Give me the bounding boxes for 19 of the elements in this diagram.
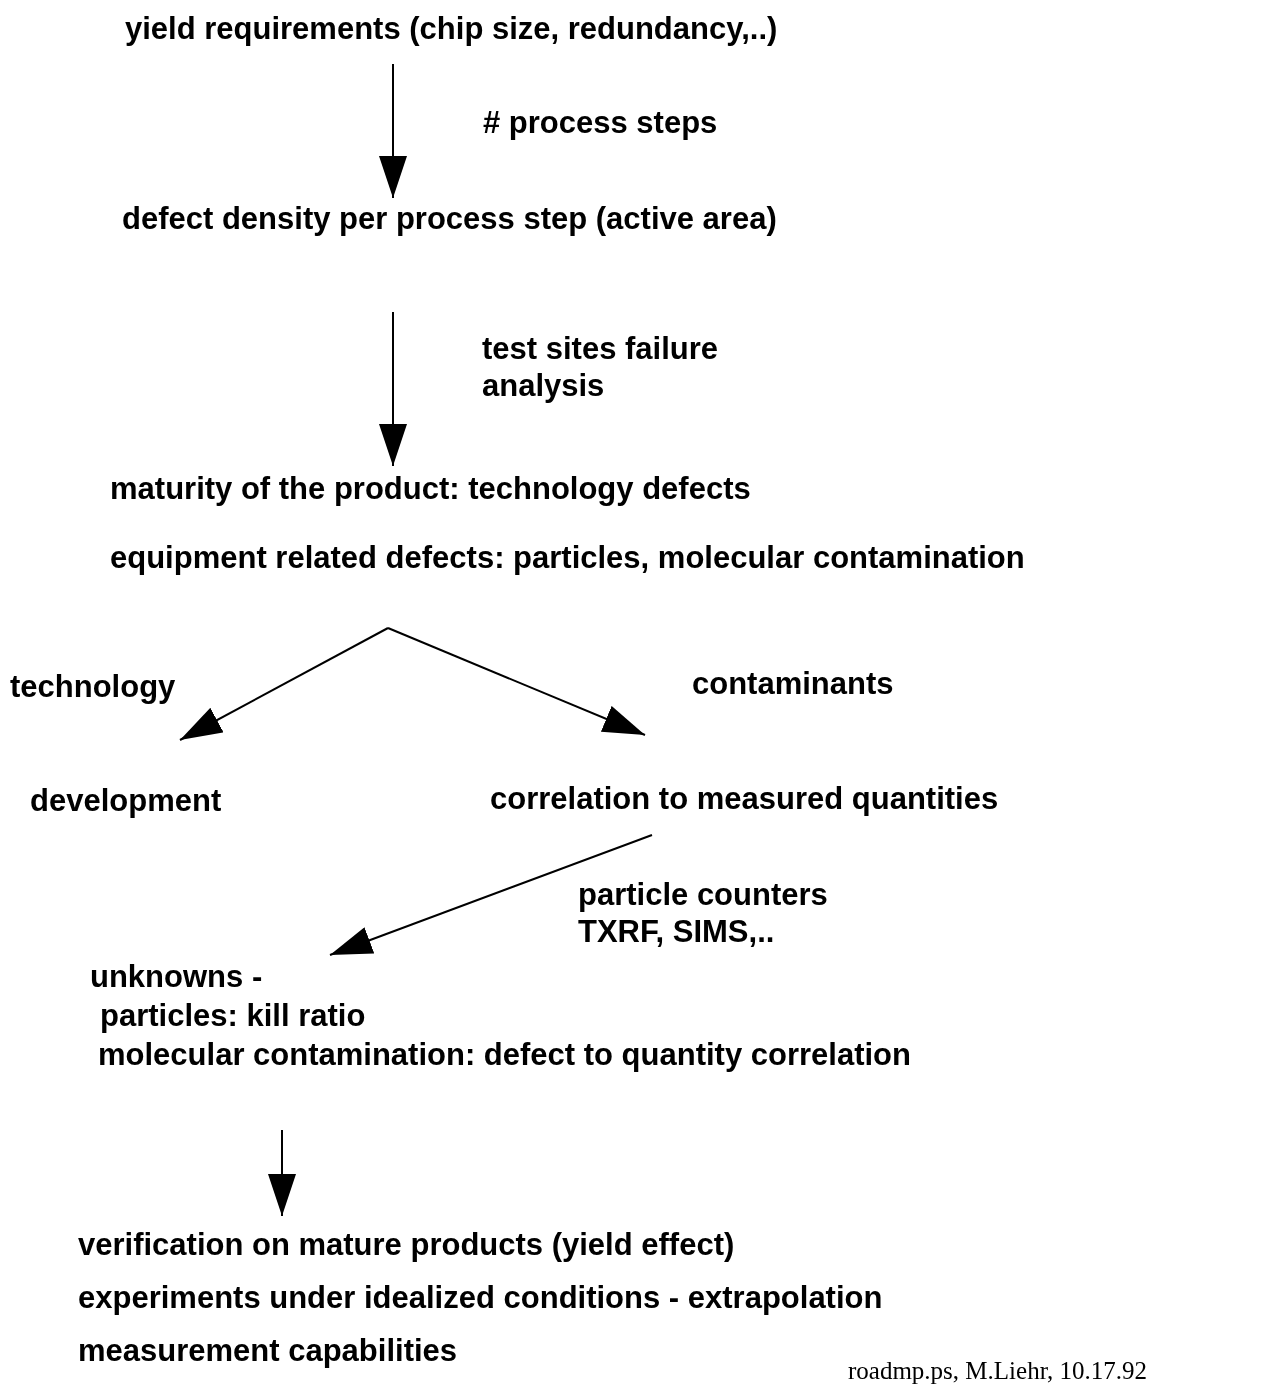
node-text: equipment related defects: particles, molecular contamination <box>110 538 1025 577</box>
node-text: correlation to measured quantities <box>490 780 999 818</box>
arrow <box>379 63 407 199</box>
footer-note: roadmp.ps, M.Liehr, 10.17.92 <box>848 1356 1147 1384</box>
node-text: verification on mature products (yield effect) <box>78 1226 735 1264</box>
node-text: defect density per process step (active area) <box>122 200 777 238</box>
arrow <box>179 627 389 741</box>
node-text: molecular contamination: defect to quantity correlation <box>98 1035 911 1074</box>
node-text: development <box>30 782 222 820</box>
arrow <box>387 627 646 736</box>
arrow <box>379 311 407 467</box>
node-text: measurement capabilities <box>78 1331 458 1370</box>
arrow <box>268 1129 296 1217</box>
node-text: experiments under idealized conditions - extrapolation <box>78 1278 883 1317</box>
node-text: yield requirements (chip size, redundancy,..) <box>125 10 778 48</box>
node-text: particles: kill ratio <box>100 996 366 1035</box>
node-text: unknowns - <box>90 958 263 996</box>
arrow <box>329 834 653 956</box>
node-text: maturity of the product: technology defects <box>110 470 751 508</box>
